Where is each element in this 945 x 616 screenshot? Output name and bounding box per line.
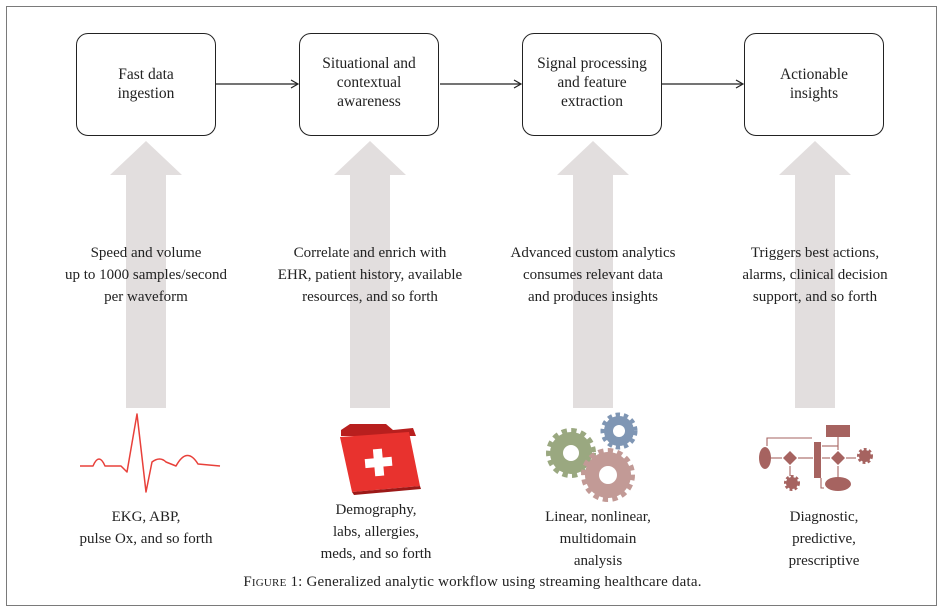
stage-description-3: Advanced custom analytics consumes relev… (510, 245, 676, 305)
medical-folder-icon (340, 424, 421, 495)
figure-frame (6, 6, 937, 606)
stage-description-2: Correlate and enrich with EHR, patient h… (277, 245, 463, 305)
stage-box-situational-awareness: Situational and contextual awareness (299, 33, 439, 136)
stage-box-label: Situational and contextual awareness (322, 55, 416, 110)
gear-green-icon (546, 428, 596, 478)
upward-arrow-1 (110, 141, 182, 408)
upward-arrows (110, 141, 851, 408)
decision-flowchart-icon (759, 425, 873, 491)
figure-caption: Figure 1: Generalized analytic workflow … (0, 574, 945, 591)
figure-caption-text: Generalized analytic workflow using stre… (306, 574, 702, 590)
stage-source-label-2: Demography, labs, allergies, meds, and s… (320, 502, 432, 562)
upward-arrow-2 (334, 141, 406, 408)
stage-box-label: Fast data ingestion (117, 66, 175, 102)
stage-box-fast-data-ingestion: Fast data ingestion (76, 33, 216, 136)
upward-arrow-4 (779, 141, 851, 408)
stage-box-actionable-insights: Actionable insights (744, 33, 884, 136)
stage-description-1: Speed and volume up to 1000 samples/seco… (64, 245, 228, 305)
upward-arrow-3 (557, 141, 629, 408)
figure-label: Figure 1: (243, 574, 303, 590)
stage-box-signal-processing: Signal processing and feature extraction (522, 33, 662, 136)
ekg-waveform-icon (80, 413, 221, 493)
stage-source-label-3: Linear, nonlinear, multidomain analysis (545, 509, 651, 569)
stage-source-label-1: EKG, ABP, pulse Ox, and so forth (79, 509, 213, 547)
gears-icon (546, 412, 638, 502)
stage-description-4: Triggers best actions, alarms, clinical … (742, 245, 888, 305)
gear-rose-icon (581, 448, 635, 502)
stage-source-label-4: Diagnostic, predictive, prescriptive (788, 509, 860, 569)
connector-arrows (216, 79, 745, 89)
stage-box-label: Actionable insights (779, 66, 848, 102)
gear-blue-icon (600, 412, 638, 450)
stage-box-label: Signal processing and feature extraction (537, 55, 647, 110)
